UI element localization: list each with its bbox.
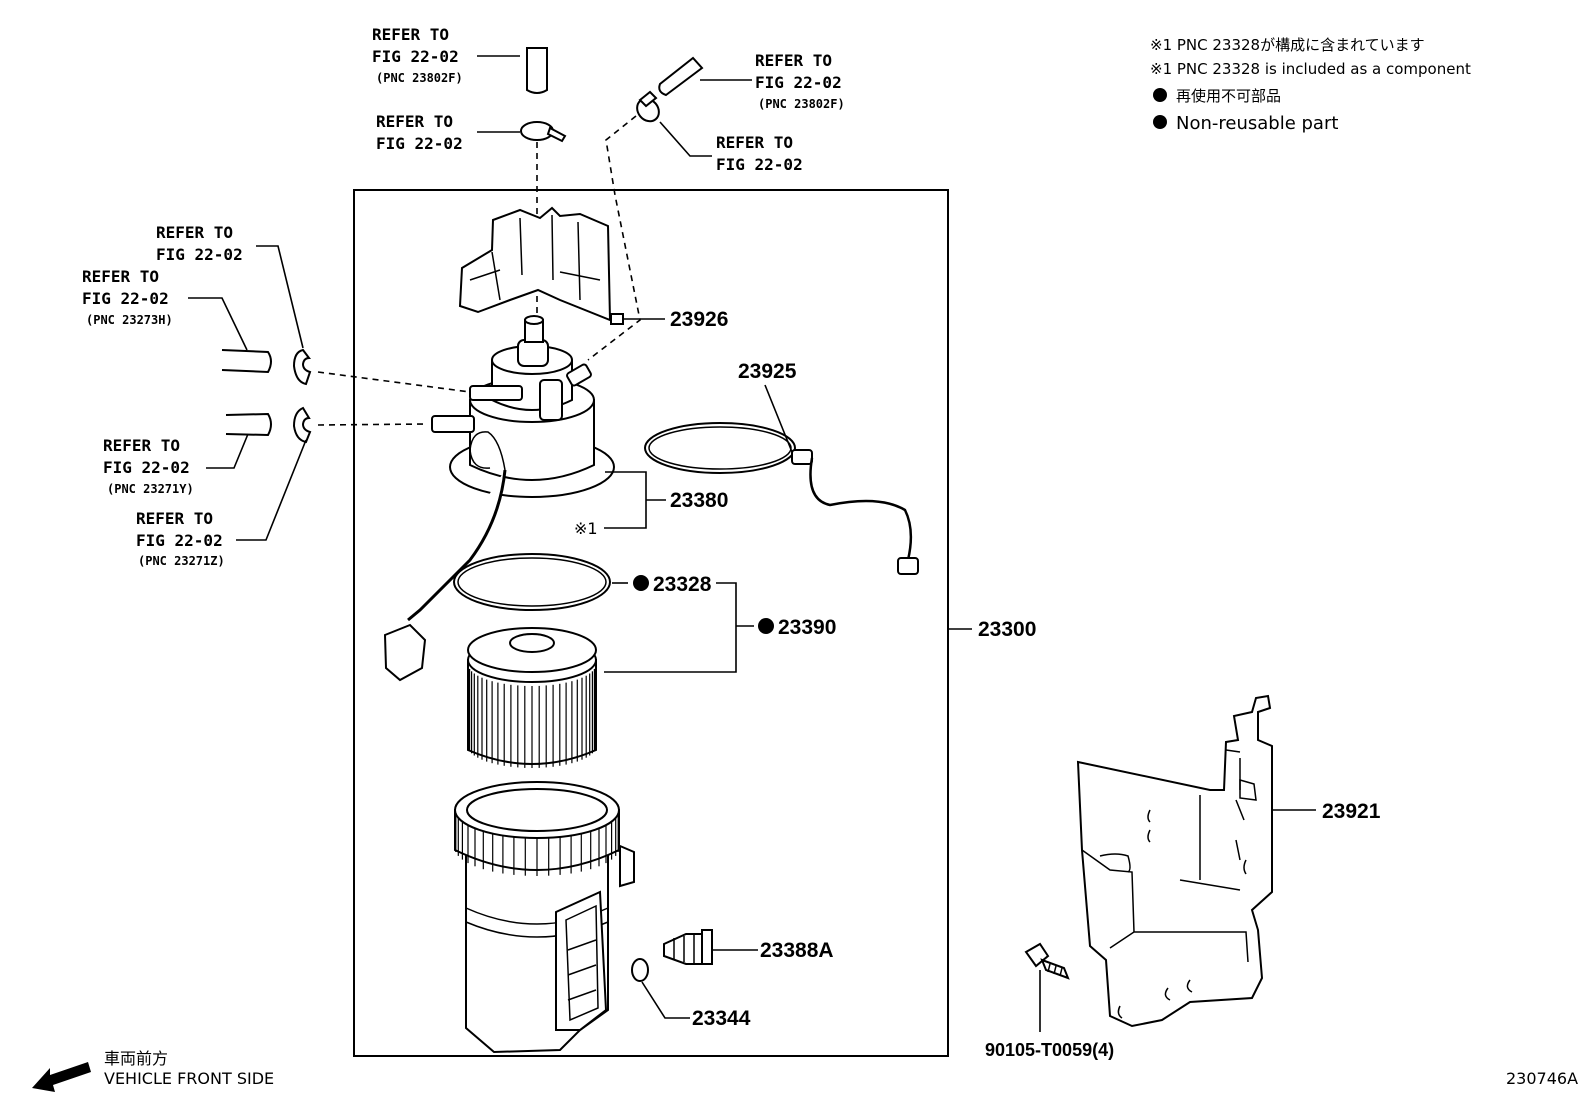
top-hose-icon [526, 47, 548, 94]
refer-top-hose-pnc: (PNC 23802F) [376, 71, 463, 85]
right-clamp-icon [636, 90, 660, 123]
filter-head-23380-icon [383, 315, 615, 682]
label-23300[interactable]: 23300 [978, 618, 1036, 641]
o-ring-23328-icon [453, 553, 611, 611]
refer-right-hose-line1: REFER TO [755, 51, 832, 70]
refer-left-hose1-line1: REFER TO [82, 267, 159, 286]
bracket-23921-icon [1076, 694, 1273, 1028]
refer-top-hose[interactable]: REFER TO FIG 22-02 (PNC 23802F) [372, 25, 463, 85]
refer-right-hose-line2: FIG 22-02 [755, 73, 842, 92]
cover-23926-icon [458, 206, 624, 325]
refer-left-clamp2-line1: REFER TO [136, 509, 213, 528]
refer-left-hose1[interactable]: REFER TO FIG 22-02 (PNC 23273H) [82, 267, 173, 327]
refer-left-hose2-pnc: (PNC 23271Y) [107, 482, 194, 496]
front-arrow-icon [32, 1062, 91, 1092]
refer-left-clamp2[interactable]: REFER TO FIG 22-02 (PNC 23271Z) [136, 509, 225, 568]
refer-left-hose1-pnc: (PNC 23273H) [86, 313, 173, 327]
non-reusable-dot-23328 [633, 575, 649, 591]
left-clamp2-icon [292, 406, 312, 444]
refer-left-hose2[interactable]: REFER TO FIG 22-02 (PNC 23271Y) [103, 436, 194, 496]
refer-left-clamp2-line2: FIG 22-02 [136, 531, 223, 550]
o-ring-23344-icon [631, 958, 649, 982]
label-23921[interactable]: 23921 [1322, 800, 1381, 823]
refer-left-clamp1-line1: REFER TO [156, 223, 233, 242]
label-23344[interactable]: 23344 [692, 1007, 751, 1030]
legend-dot-2 [1153, 115, 1167, 129]
sensor-ring-23925-icon [644, 422, 919, 575]
label-bolt-90105-T0059[interactable]: 90105-T0059(4) [985, 1040, 1114, 1060]
filter-element-23390-icon [467, 627, 597, 768]
top-clamp-icon [520, 121, 567, 143]
figure-code: 230746A [1506, 1069, 1578, 1088]
refer-left-clamp1[interactable]: REFER TO FIG 22-02 [156, 223, 243, 264]
assembly-frame-23300 [353, 189, 949, 1057]
label-23380[interactable]: 23380 [670, 489, 728, 512]
vehicle-front-indicator: 車両前方 VEHICLE FRONT SIDE [32, 1049, 274, 1092]
drain-plug-23388A-icon [663, 929, 713, 965]
legend-line3: 再使用不可部品 [1176, 87, 1281, 105]
right-hose-icon [658, 56, 704, 97]
refer-top-clamp[interactable]: REFER TO FIG 22-02 [376, 112, 463, 153]
refer-left-hose2-line1: REFER TO [103, 436, 180, 455]
refer-top-hose-line1: REFER TO [372, 25, 449, 44]
label-23390[interactable]: 23390 [778, 616, 836, 639]
refer-right-clamp[interactable]: REFER TO FIG 22-02 [716, 133, 803, 174]
non-reusable-dot-23390 [758, 618, 774, 634]
legend-dot-1 [1153, 88, 1167, 102]
legend: ※1 PNC 23328が構成に含まれています ※1 PNC 23328 is … [1150, 36, 1471, 134]
bolt-90105-T0059-icon [1024, 942, 1070, 980]
refer-right-clamp-line2: FIG 22-02 [716, 155, 803, 174]
filter-bowl-icon [454, 781, 635, 1054]
left-hose1-icon [221, 349, 272, 374]
refer-right-clamp-line1: REFER TO [716, 133, 793, 152]
legend-line2: ※1 PNC 23328 is included as a component [1150, 60, 1471, 78]
refer-top-hose-line2: FIG 22-02 [372, 47, 459, 66]
refer-left-clamp2-pnc: (PNC 23271Z) [138, 554, 225, 568]
refer-right-hose-pnc: (PNC 23802F) [758, 97, 845, 111]
legend-line1: ※1 PNC 23328が構成に含まれています [1150, 36, 1425, 54]
label-23328[interactable]: 23328 [653, 573, 712, 596]
left-clamp1-icon [292, 348, 312, 386]
label-23925[interactable]: 23925 [738, 360, 797, 383]
refer-top-clamp-line2: FIG 22-02 [376, 134, 463, 153]
front-side-en: VEHICLE FRONT SIDE [104, 1069, 274, 1088]
refer-top-clamp-line1: REFER TO [376, 112, 453, 131]
refer-right-hose[interactable]: REFER TO FIG 22-02 (PNC 23802F) [755, 51, 845, 111]
left-hose2-icon [225, 412, 272, 437]
front-side-jp: 車両前方 [104, 1049, 168, 1068]
refer-left-hose2-line2: FIG 22-02 [103, 458, 190, 477]
refer-left-clamp1-line2: FIG 22-02 [156, 245, 243, 264]
label-23388A[interactable]: 23388A [760, 939, 834, 962]
label-23926[interactable]: 23926 [670, 308, 728, 331]
legend-line4: Non-reusable part [1176, 113, 1338, 134]
refer-left-hose1-line2: FIG 22-02 [82, 289, 169, 308]
note-mark-1: ※1 [574, 519, 598, 538]
